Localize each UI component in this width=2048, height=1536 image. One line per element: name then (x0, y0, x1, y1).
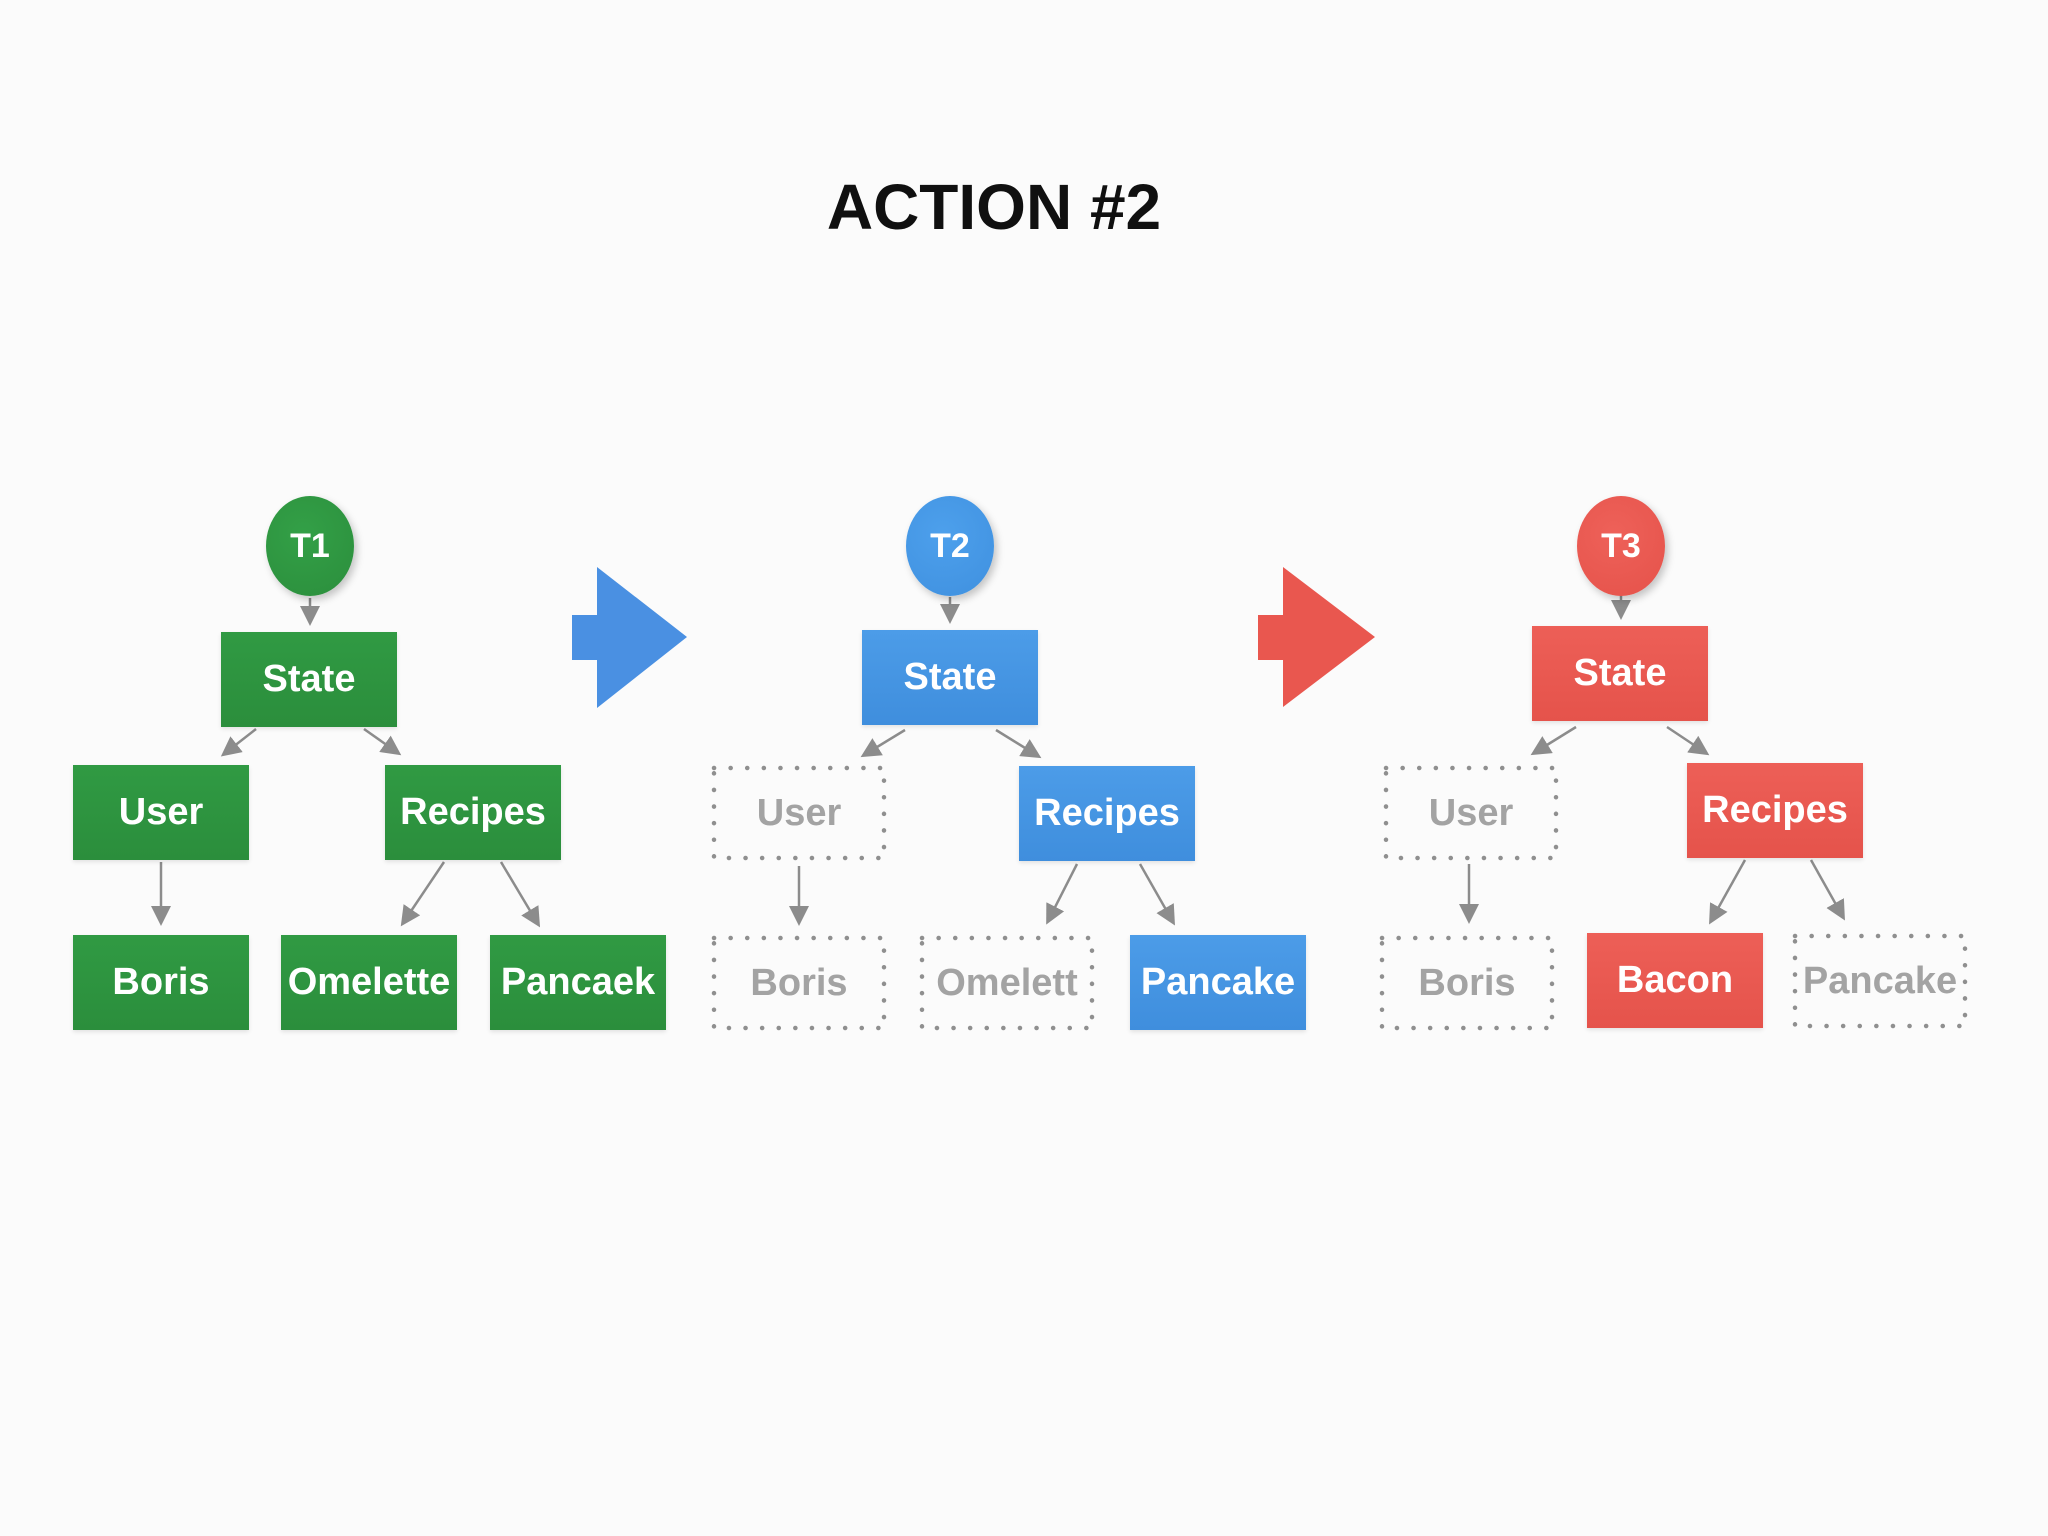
tree2-node-recipes: Recipes (1019, 766, 1195, 861)
tree2-node-user-ghost: User (709, 763, 889, 863)
tree3-node-recipes: Recipes (1687, 763, 1863, 858)
tree3-node-pancake-ghost: Pancake (1790, 931, 1970, 1031)
tree1-node-omelette: Omelette (281, 935, 457, 1030)
tree1-badge-label: T1 (290, 526, 330, 565)
tree1-badge: T1 (266, 496, 354, 596)
tree1-node-pancaek: Pancaek (490, 935, 666, 1030)
tree2-badge: T2 (906, 496, 994, 596)
forward-arrow-red-icon (1258, 567, 1375, 707)
tree1-node-state: State (221, 632, 397, 727)
tree1-node-user: User (73, 765, 249, 860)
tree3-badge-label: T3 (1601, 526, 1641, 565)
tree2-node-omelett-ghost: Omelett (917, 933, 1097, 1033)
tree1-node-recipes: Recipes (385, 765, 561, 860)
tree3-badge: T3 (1577, 496, 1665, 596)
tree3-node-bacon: Bacon (1587, 933, 1763, 1028)
tree2-badge-label: T2 (930, 526, 970, 565)
tree2-node-state: State (862, 630, 1038, 725)
tree2-node-pancake: Pancake (1130, 935, 1306, 1030)
diagram-title: ACTION #2 (826, 171, 1162, 243)
tree3-node-state: State (1532, 626, 1708, 721)
tree1-node-boris: Boris (73, 935, 249, 1030)
forward-arrow-blue-icon (572, 567, 687, 708)
tree3-node-user-ghost: User (1381, 763, 1561, 863)
tree3-node-boris-ghost: Boris (1377, 933, 1557, 1033)
tree2-node-boris-ghost: Boris (709, 933, 889, 1033)
